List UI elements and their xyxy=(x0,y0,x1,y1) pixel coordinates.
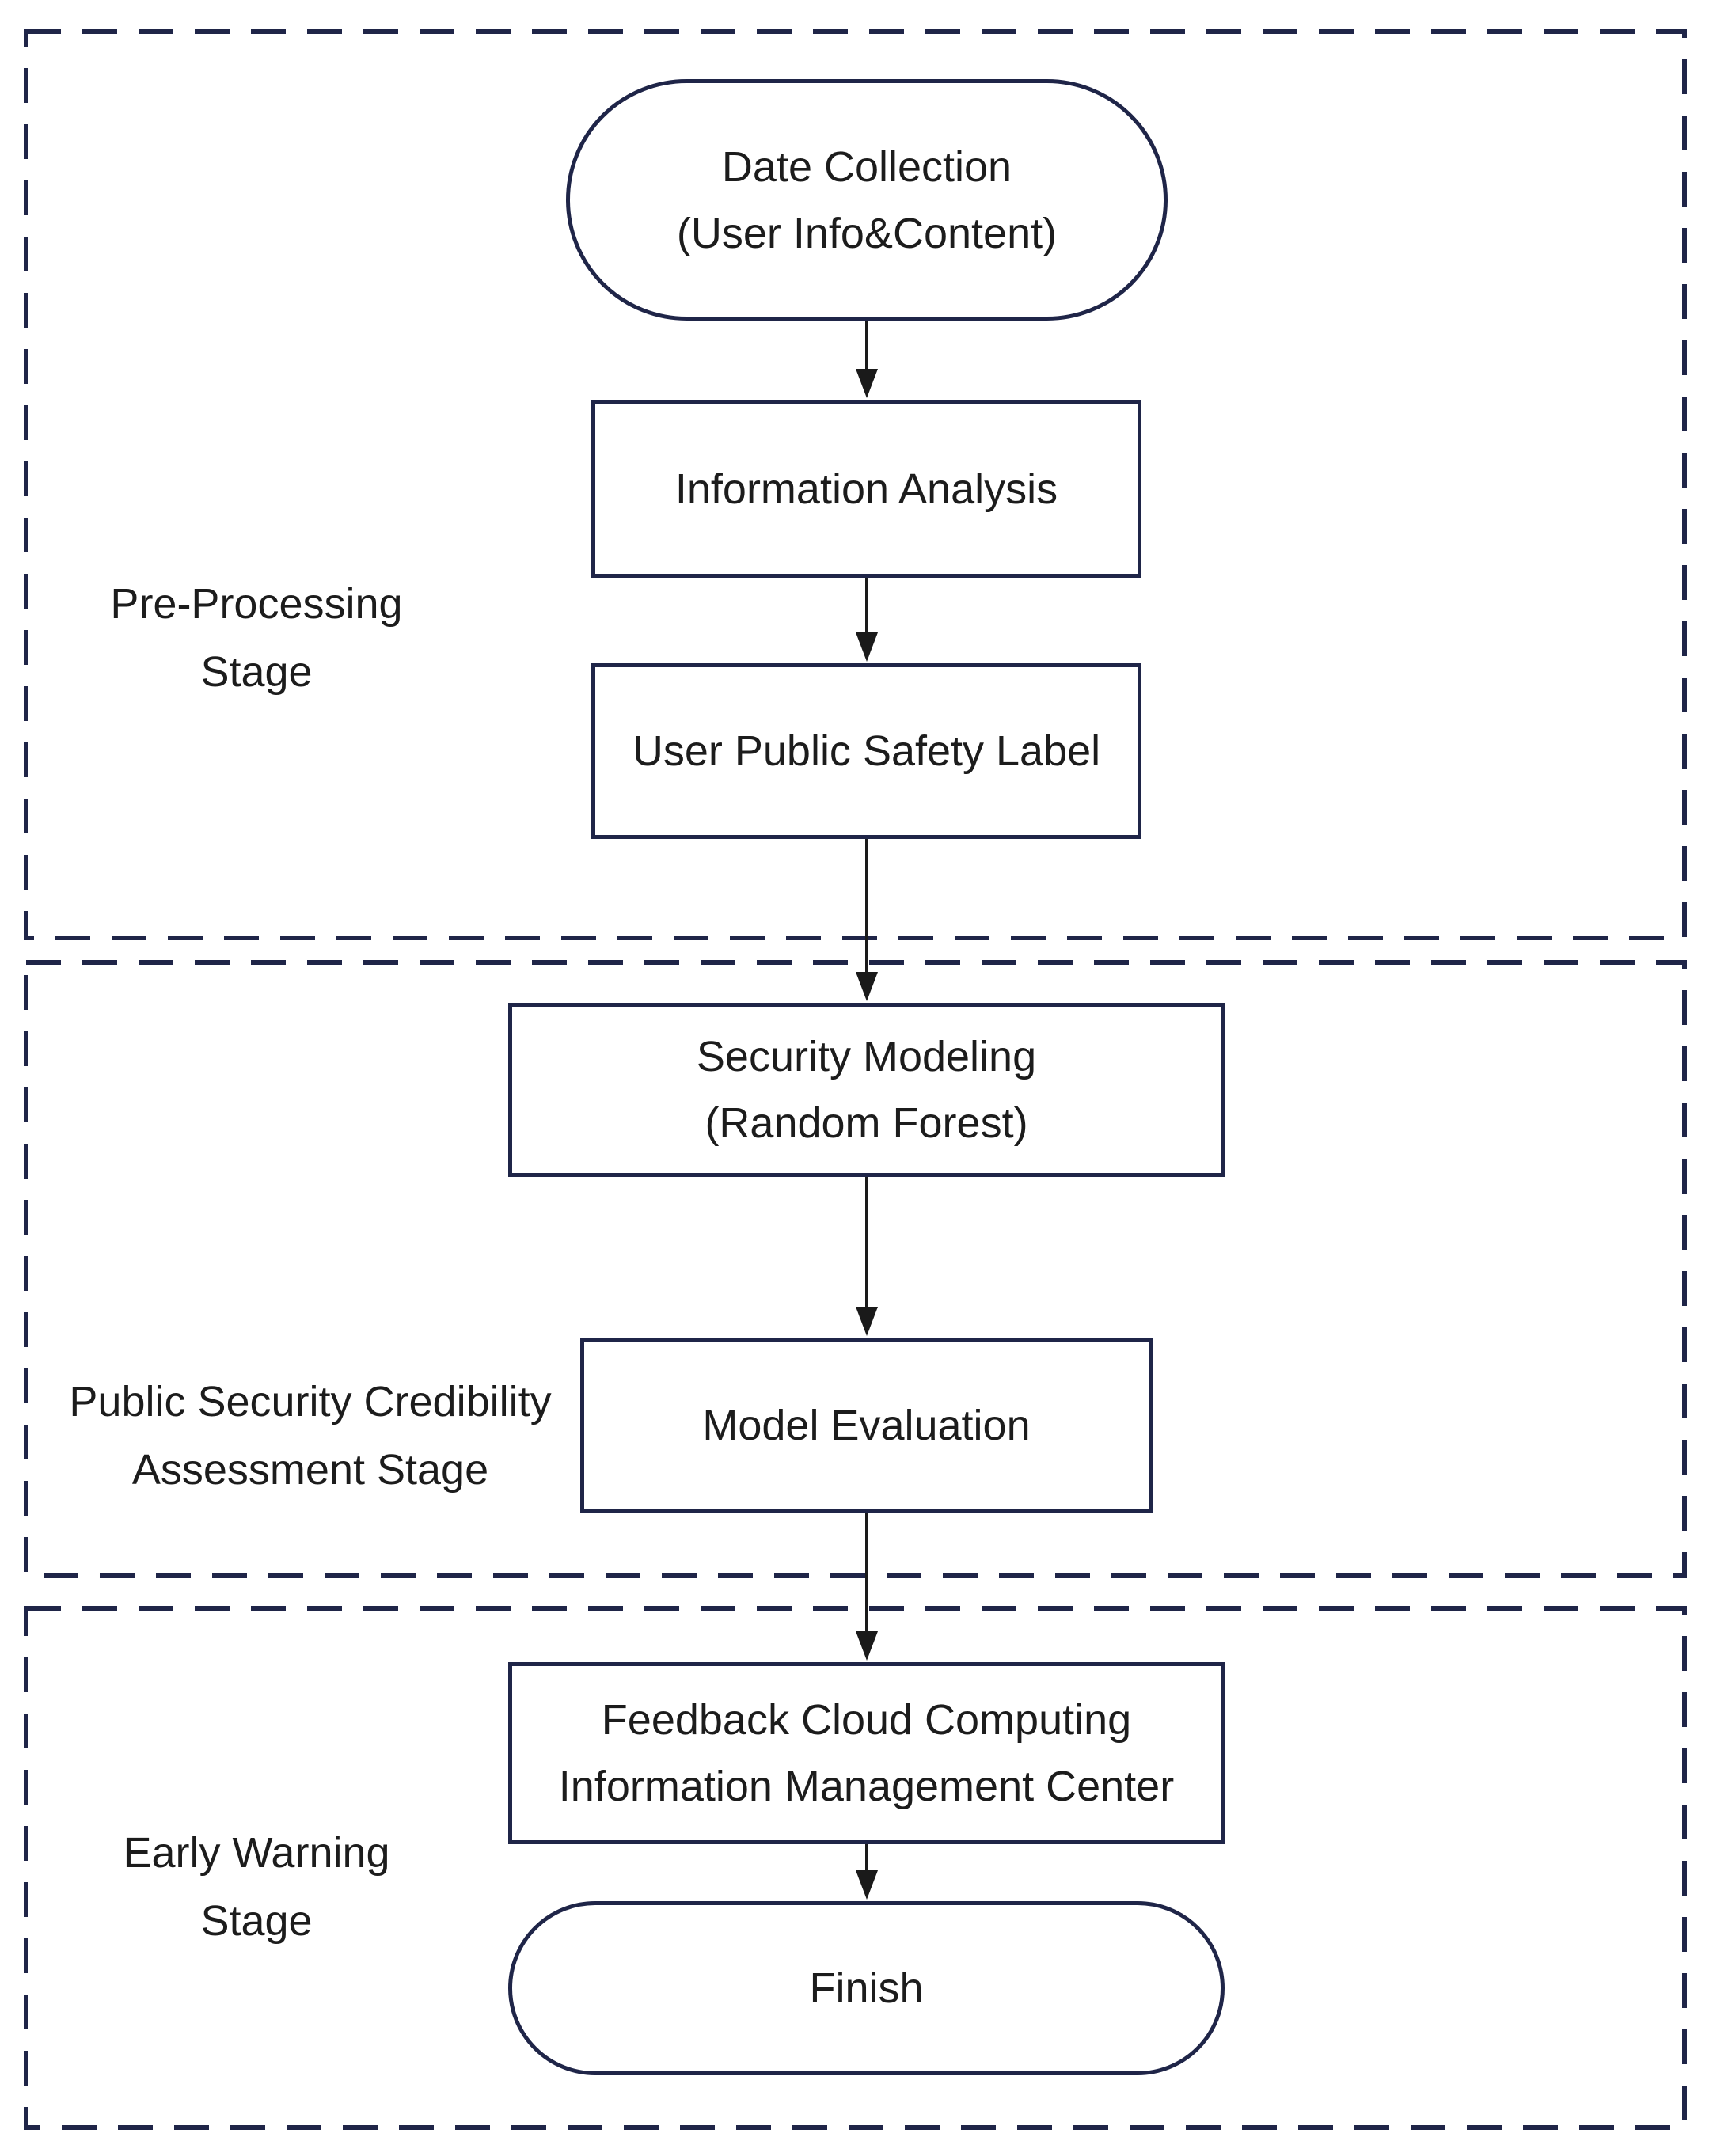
node-user-public-safety-label: User Public Safety Label xyxy=(591,663,1141,839)
stage-label-line: Pre-Processing xyxy=(110,580,403,628)
stage-label-line: Public Security Credibility xyxy=(69,1378,552,1425)
arrow-model-evaluation-to-feedback-center xyxy=(856,1513,878,1661)
node-date-collection: Date Collection (User Info&Content) xyxy=(566,79,1168,321)
node-label-line: Model Evaluation xyxy=(702,1402,1031,1449)
node-label-line: Feedback Cloud Computing xyxy=(601,1696,1132,1744)
stage-label-line: Assessment Stage xyxy=(131,1446,489,1494)
arrow-date-collection-to-information-analysis xyxy=(856,321,878,398)
node-finish: Finish xyxy=(508,1901,1225,2075)
node-label-line: Security Modeling xyxy=(696,1033,1037,1080)
stage-label-pre-processing: Pre-Processing Stage xyxy=(59,570,454,706)
arrow-feedback-center-to-finish xyxy=(856,1844,878,1900)
arrow-information-analysis-to-user-public-safety-label xyxy=(856,578,878,662)
node-label-line: (Random Forest) xyxy=(705,1099,1028,1147)
node-label-line: Information Analysis xyxy=(674,465,1058,513)
arrow-user-public-safety-label-to-security-modeling xyxy=(856,839,878,1001)
arrow-security-modeling-to-model-evaluation xyxy=(856,1177,878,1336)
stage-label-early-warning: Early Warning Stage xyxy=(59,1819,454,1955)
node-label-line: Finish xyxy=(809,1964,924,2012)
node-label-line: User Public Safety Label xyxy=(632,727,1101,775)
node-information-analysis: Information Analysis xyxy=(591,400,1141,578)
node-label-line: Information Management Center xyxy=(558,1763,1175,1810)
node-feedback-cloud-computing-center: Feedback Cloud Computing Information Man… xyxy=(508,1662,1225,1844)
stage-label-assessment: Public Security Credibility Assessment S… xyxy=(2,1368,619,1504)
stage-label-line: Stage xyxy=(200,1897,313,1945)
node-label-line: (User Info&Content) xyxy=(676,209,1058,257)
stage-label-line: Stage xyxy=(200,648,313,696)
stage-label-line: Early Warning xyxy=(123,1829,390,1877)
node-security-modeling: Security Modeling (Random Forest) xyxy=(508,1003,1225,1177)
node-label-line: Date Collection xyxy=(721,142,1012,191)
stage-border-pre-processing xyxy=(24,29,1687,940)
stage-border-assessment xyxy=(24,960,1687,1578)
node-model-evaluation: Model Evaluation xyxy=(580,1338,1153,1513)
stage-border-early-warning xyxy=(24,1606,1687,2130)
